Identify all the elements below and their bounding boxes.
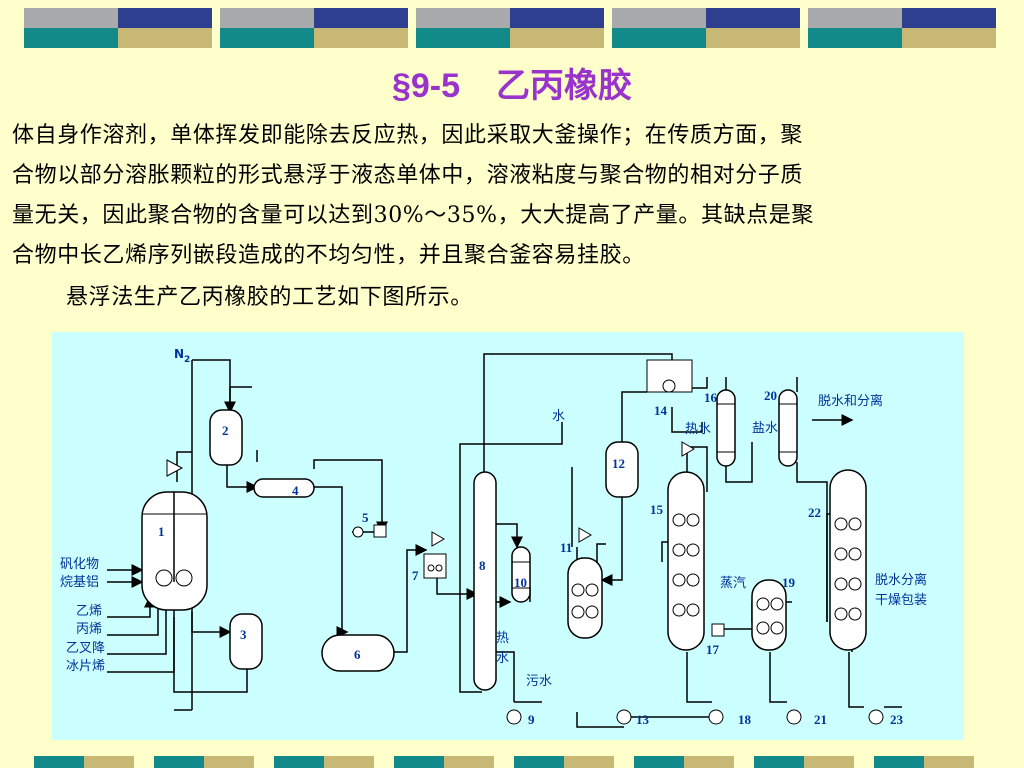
decorative-block xyxy=(874,756,974,768)
pump-13 xyxy=(616,709,632,725)
column-22 xyxy=(829,469,867,651)
unit-22-label: 22 xyxy=(808,505,821,520)
vessel-3 xyxy=(229,613,263,670)
unit-8-label: 8 xyxy=(479,558,486,573)
decorative-block xyxy=(416,8,604,48)
decorative-block xyxy=(274,756,374,768)
unit-17 xyxy=(711,623,725,637)
unit-11-label: 11 xyxy=(560,540,572,555)
unit-14 xyxy=(646,359,693,393)
page-title: §9-5 乙丙橡胶 xyxy=(0,58,1024,107)
unit-12-label: 12 xyxy=(612,456,625,471)
feed-norbornene: 冰片烯 xyxy=(66,659,105,674)
section-number: §9-5 xyxy=(391,67,461,105)
unit-6-label: 6 xyxy=(354,647,361,662)
decorative-block xyxy=(24,8,212,48)
pump-21 xyxy=(786,709,802,725)
paragraph-line: 量无关，因此聚合物的含量可以达到30%～35%，大大提高了产量。其缺点是聚 xyxy=(12,203,814,228)
process-flow-diagram: N2 1 2 3 4 5 6 7 8 xyxy=(52,332,964,740)
unit-13-label: 13 xyxy=(636,712,650,727)
decorative-block xyxy=(514,756,614,768)
exchanger-16 xyxy=(716,389,736,467)
unit-4-label: 4 xyxy=(292,483,299,498)
hot-water-label-top: 热 xyxy=(496,631,509,646)
paragraph-line: 合物中长乙烯序列嵌段造成的不均匀性，并且聚合釜容易挂胶。 xyxy=(12,243,645,268)
decorative-block xyxy=(612,8,800,48)
unit-9-label: 9 xyxy=(528,712,535,727)
water-label: 水 xyxy=(552,409,565,424)
pump-9 xyxy=(506,709,522,725)
decorative-block xyxy=(220,8,408,48)
unit-7-label: 7 xyxy=(412,568,419,583)
dewater-separate-label: 脱水和分离 xyxy=(818,393,883,409)
reactor-1 xyxy=(141,459,208,611)
salt-water-label: 盐水 xyxy=(752,421,778,436)
unit-15-label: 15 xyxy=(650,502,664,517)
decorative-footer-bar xyxy=(0,756,1024,768)
feed-propylene: 丙烯 xyxy=(76,622,102,637)
decorative-block xyxy=(394,756,494,768)
exchanger-20 xyxy=(778,389,798,467)
unit-14-label: 14 xyxy=(654,403,668,418)
hot-water-label: 热水 xyxy=(685,422,711,437)
feed-catalyst-line1: 矾化物 xyxy=(60,557,99,572)
unit-16-label: 16 xyxy=(704,390,718,405)
unit-18-label: 18 xyxy=(738,712,752,727)
unit-2-label: 2 xyxy=(222,423,229,438)
unit-3-label: 3 xyxy=(240,627,247,642)
unit-5-label: 5 xyxy=(362,510,369,525)
unit-1-label: 1 xyxy=(158,524,165,539)
vessel-19 xyxy=(751,579,787,651)
unit-5 xyxy=(352,524,387,538)
vessel-2 xyxy=(209,409,243,466)
vessel-11 xyxy=(567,527,603,639)
pump-18 xyxy=(708,709,724,725)
dewater-label-line1: 脱水分离 xyxy=(875,572,927,588)
steam-label: 蒸汽 xyxy=(720,576,746,591)
paragraph-line: 体自身作溶剂，单体挥发即能除去反应热，因此采取大釜操作；在传质方面，聚 xyxy=(12,123,804,148)
n2-label: N2 xyxy=(174,347,190,365)
pump-23 xyxy=(868,709,884,725)
decorative-block xyxy=(808,8,996,48)
decorative-block xyxy=(634,756,734,768)
unit-17-label: 17 xyxy=(706,642,720,657)
feed-catalyst-line2: 烷基铝 xyxy=(60,575,99,590)
tank-6 xyxy=(321,634,395,672)
decorative-block xyxy=(34,756,134,768)
decorative-block xyxy=(154,756,254,768)
diagram-intro: 悬浮法生产乙丙橡胶的工艺如下图所示。 xyxy=(66,285,473,310)
dewater-label-line2: 干燥包装 xyxy=(875,593,927,608)
unit-19-label: 19 xyxy=(782,575,796,590)
unit-10-label: 10 xyxy=(514,575,527,590)
decorative-block xyxy=(754,756,854,768)
hot-water-label-bottom: 水 xyxy=(496,651,509,666)
column-15 xyxy=(667,441,705,651)
unit-21-label: 21 xyxy=(814,712,827,727)
unit-20-label: 20 xyxy=(764,388,777,403)
exchanger-4 xyxy=(253,478,315,498)
vessel-12 xyxy=(605,441,639,498)
unit-23-label: 23 xyxy=(890,712,904,727)
waste-water-label: 污水 xyxy=(526,674,552,689)
column-8 xyxy=(473,471,497,691)
paragraph-line: 合物以部分溶胀颗粒的形式悬浮于液态单体中，溶液粘度与聚合物的相对分子质 xyxy=(12,163,804,188)
exchanger-10 xyxy=(511,546,531,603)
decorative-header-bar xyxy=(0,8,1024,48)
unit-7 xyxy=(423,531,447,579)
feed-enb: 乙叉降 xyxy=(66,641,105,656)
feed-ethylene: 乙烯 xyxy=(76,604,102,619)
body-paragraph: 体自身作溶剂，单体挥发即能除去反应热，因此采取大釜操作；在传质方面，聚 合物以部… xyxy=(12,116,1012,276)
section-title: 乙丙橡胶 xyxy=(496,67,633,105)
